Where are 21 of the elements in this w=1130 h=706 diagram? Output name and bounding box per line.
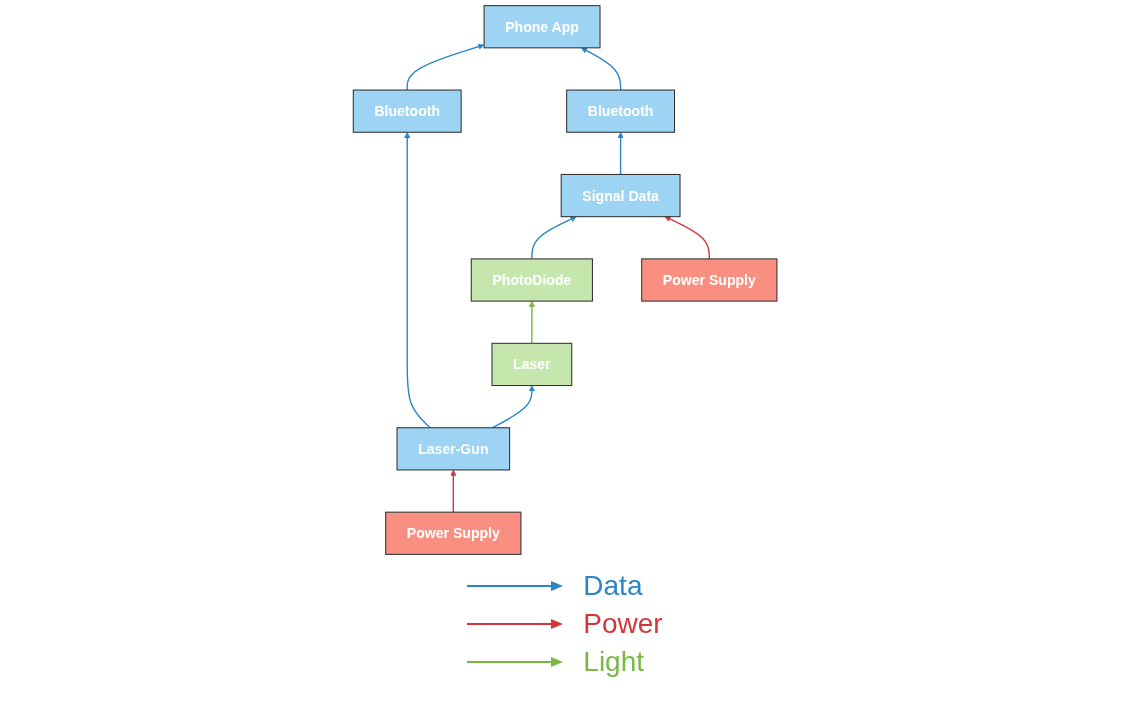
legend-label: Light: [583, 646, 645, 678]
node-box: PhotoDiode: [470, 258, 593, 302]
node-box: Power Supply: [385, 511, 522, 555]
node-box: Laser-Gun: [396, 427, 511, 471]
arrow: [406, 43, 485, 91]
legend-label: Data: [583, 570, 643, 602]
node-box: Bluetooth: [566, 89, 675, 133]
node-box: Phone App: [483, 5, 601, 49]
node-box: Power Supply: [641, 258, 778, 302]
arrow: [491, 385, 535, 429]
legend-label: Power: [583, 608, 663, 640]
node-box: Laser: [491, 342, 573, 387]
arrow: [404, 132, 431, 429]
node-box: Bluetooth: [352, 89, 462, 133]
arrow: [617, 132, 624, 176]
node-box: Signal Data: [560, 173, 681, 218]
arrow: [528, 300, 535, 345]
arrow: [580, 47, 622, 91]
arrow: [664, 216, 710, 260]
arrow: [531, 216, 577, 260]
arrow: [450, 469, 457, 513]
